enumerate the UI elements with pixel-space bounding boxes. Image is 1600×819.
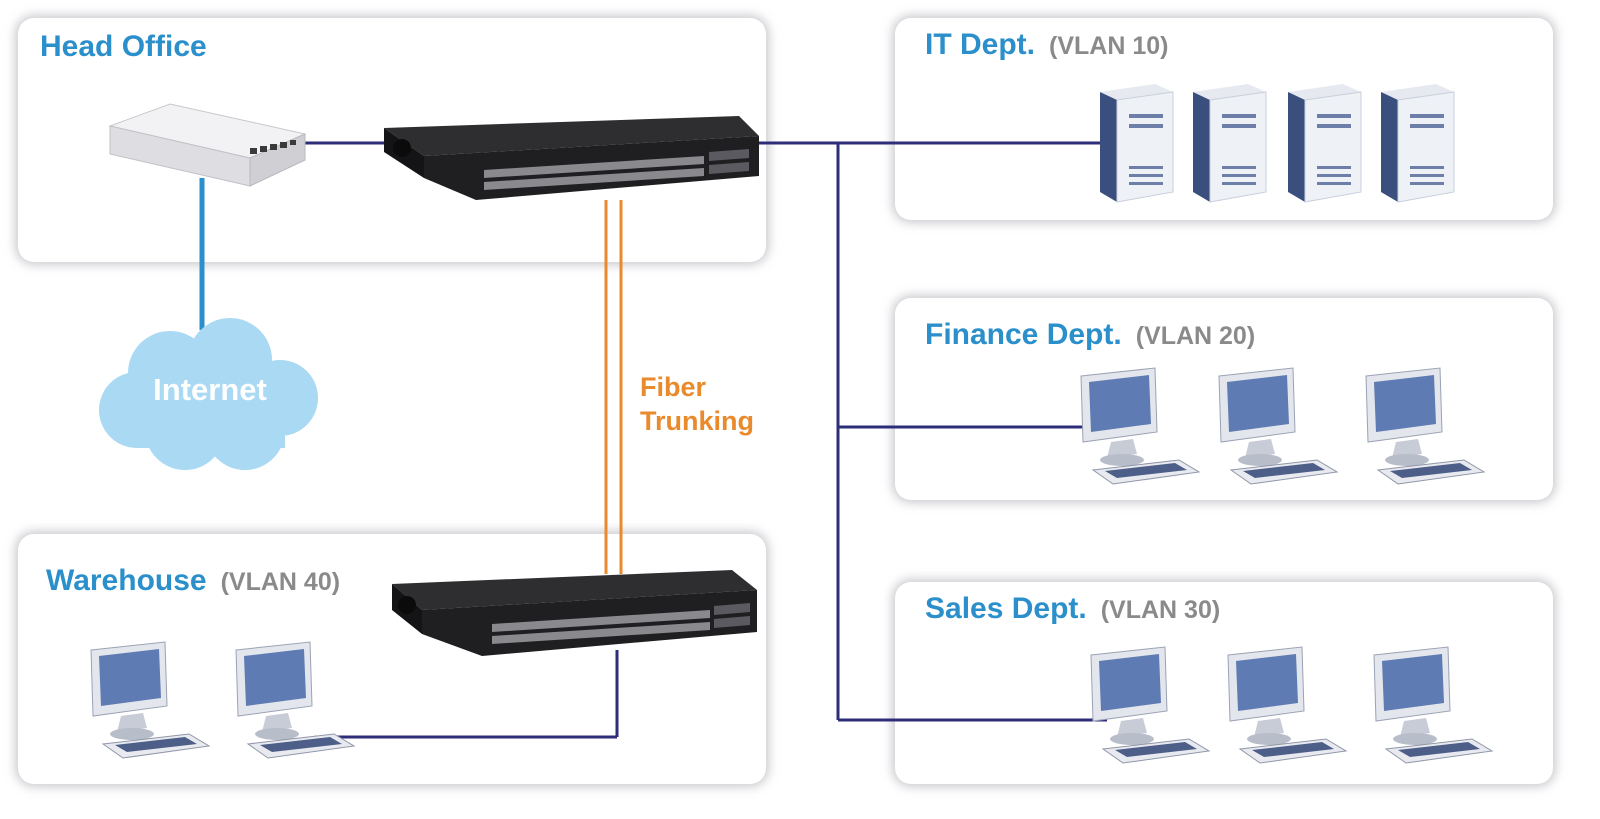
server-icon bbox=[1381, 84, 1455, 203]
it-dept-label: IT Dept. bbox=[925, 28, 1035, 61]
workstation-icon bbox=[235, 641, 356, 759]
server-icon bbox=[1193, 84, 1267, 203]
warehouse-title: Warehouse (VLAN 40) bbox=[46, 564, 340, 598]
head-office-switch-icon bbox=[384, 116, 759, 200]
sales-dept-label: Sales Dept. bbox=[925, 592, 1087, 625]
workstation-icon bbox=[90, 641, 211, 759]
sales-dept-title: Sales Dept. (VLAN 30) bbox=[925, 592, 1220, 626]
server-icon bbox=[1100, 84, 1174, 203]
fiber-label-line1: Fiber bbox=[640, 372, 707, 402]
finance-dept-title: Finance Dept. (VLAN 20) bbox=[925, 318, 1255, 352]
head-office-title: Head Office bbox=[40, 30, 207, 64]
internet-label: Internet bbox=[153, 372, 267, 407]
workstation-icon bbox=[1227, 646, 1348, 764]
finance-dept-label: Finance Dept. bbox=[925, 318, 1122, 351]
it-vlan-label: (VLAN 10) bbox=[1049, 32, 1169, 60]
workstation-icon bbox=[1373, 646, 1494, 764]
warehouse-label: Warehouse bbox=[46, 564, 207, 597]
sales-vlan-label: (VLAN 30) bbox=[1100, 596, 1221, 624]
warehouse-switch-icon bbox=[392, 570, 757, 656]
server-icon bbox=[1288, 84, 1362, 203]
head-office-label: Head Office bbox=[40, 30, 207, 63]
workstation-icon bbox=[1080, 367, 1201, 485]
workstation-icon bbox=[1218, 367, 1339, 485]
it-dept-title: IT Dept. (VLAN 10) bbox=[925, 28, 1168, 62]
workstation-icon bbox=[1090, 646, 1211, 764]
fiber-label-line2: Trunking bbox=[640, 406, 754, 436]
workstation-icon bbox=[1365, 367, 1486, 485]
warehouse-vlan-label: (VLAN 40) bbox=[220, 568, 341, 596]
router-icon bbox=[108, 103, 307, 187]
finance-vlan-label: (VLAN 20) bbox=[1135, 322, 1256, 350]
internet-cloud-icon bbox=[99, 318, 318, 470]
fiber-trunking-label: Fiber Trunking bbox=[640, 370, 754, 438]
